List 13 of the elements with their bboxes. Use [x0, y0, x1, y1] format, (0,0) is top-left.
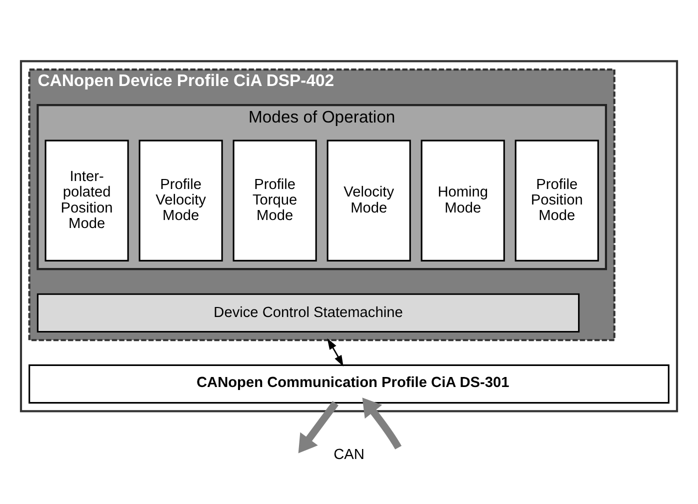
node-box: Inter- polated Position Mode [44, 140, 129, 262]
node-box: Velocity Mode [326, 140, 411, 262]
cluster [20, 60, 678, 412]
arrow [298, 400, 338, 454]
node-box: Homing Mode [420, 140, 505, 262]
node-box: Profile Torque Mode [232, 140, 317, 262]
node-box: CANopen Communication Profile CiA DS-301 [28, 364, 670, 404]
node-box: Profile Velocity Mode [138, 140, 223, 262]
node-box: Profile Position Mode [514, 140, 599, 262]
arrow [327, 338, 344, 367]
label: CAN [334, 446, 364, 463]
node-box: Device Control Statemachine [36, 293, 580, 333]
arrow [362, 398, 402, 450]
